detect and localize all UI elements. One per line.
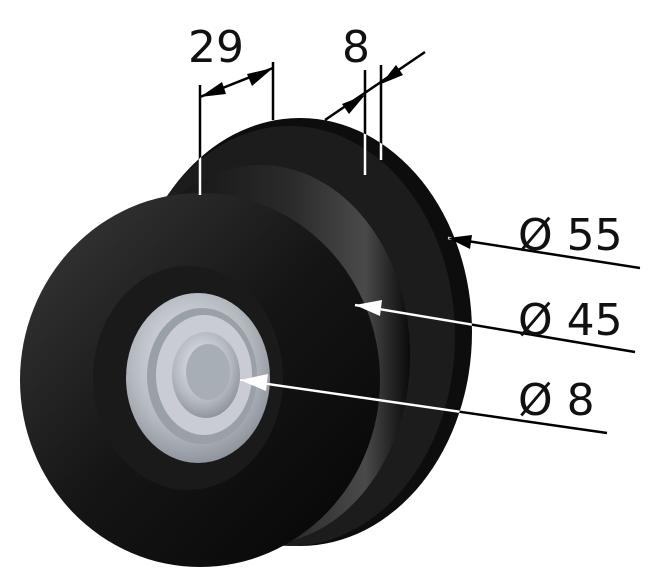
dimension-d8: Ø 8 (518, 375, 595, 426)
arrow-icon (355, 300, 382, 316)
arrow-icon (247, 68, 273, 86)
dimension-d45: Ø 45 (518, 295, 623, 346)
arrow-icon (342, 95, 365, 114)
arrow-icon (240, 374, 268, 391)
arrowheads (200, 65, 472, 391)
dimension-8: 8 (342, 22, 370, 73)
dimension-29: 29 (188, 22, 244, 73)
arrow-icon (200, 82, 226, 97)
arrow-icon (381, 65, 403, 84)
bearing (126, 293, 270, 463)
dimension-d55: Ø 55 (518, 210, 623, 261)
arrow-icon (448, 235, 472, 249)
